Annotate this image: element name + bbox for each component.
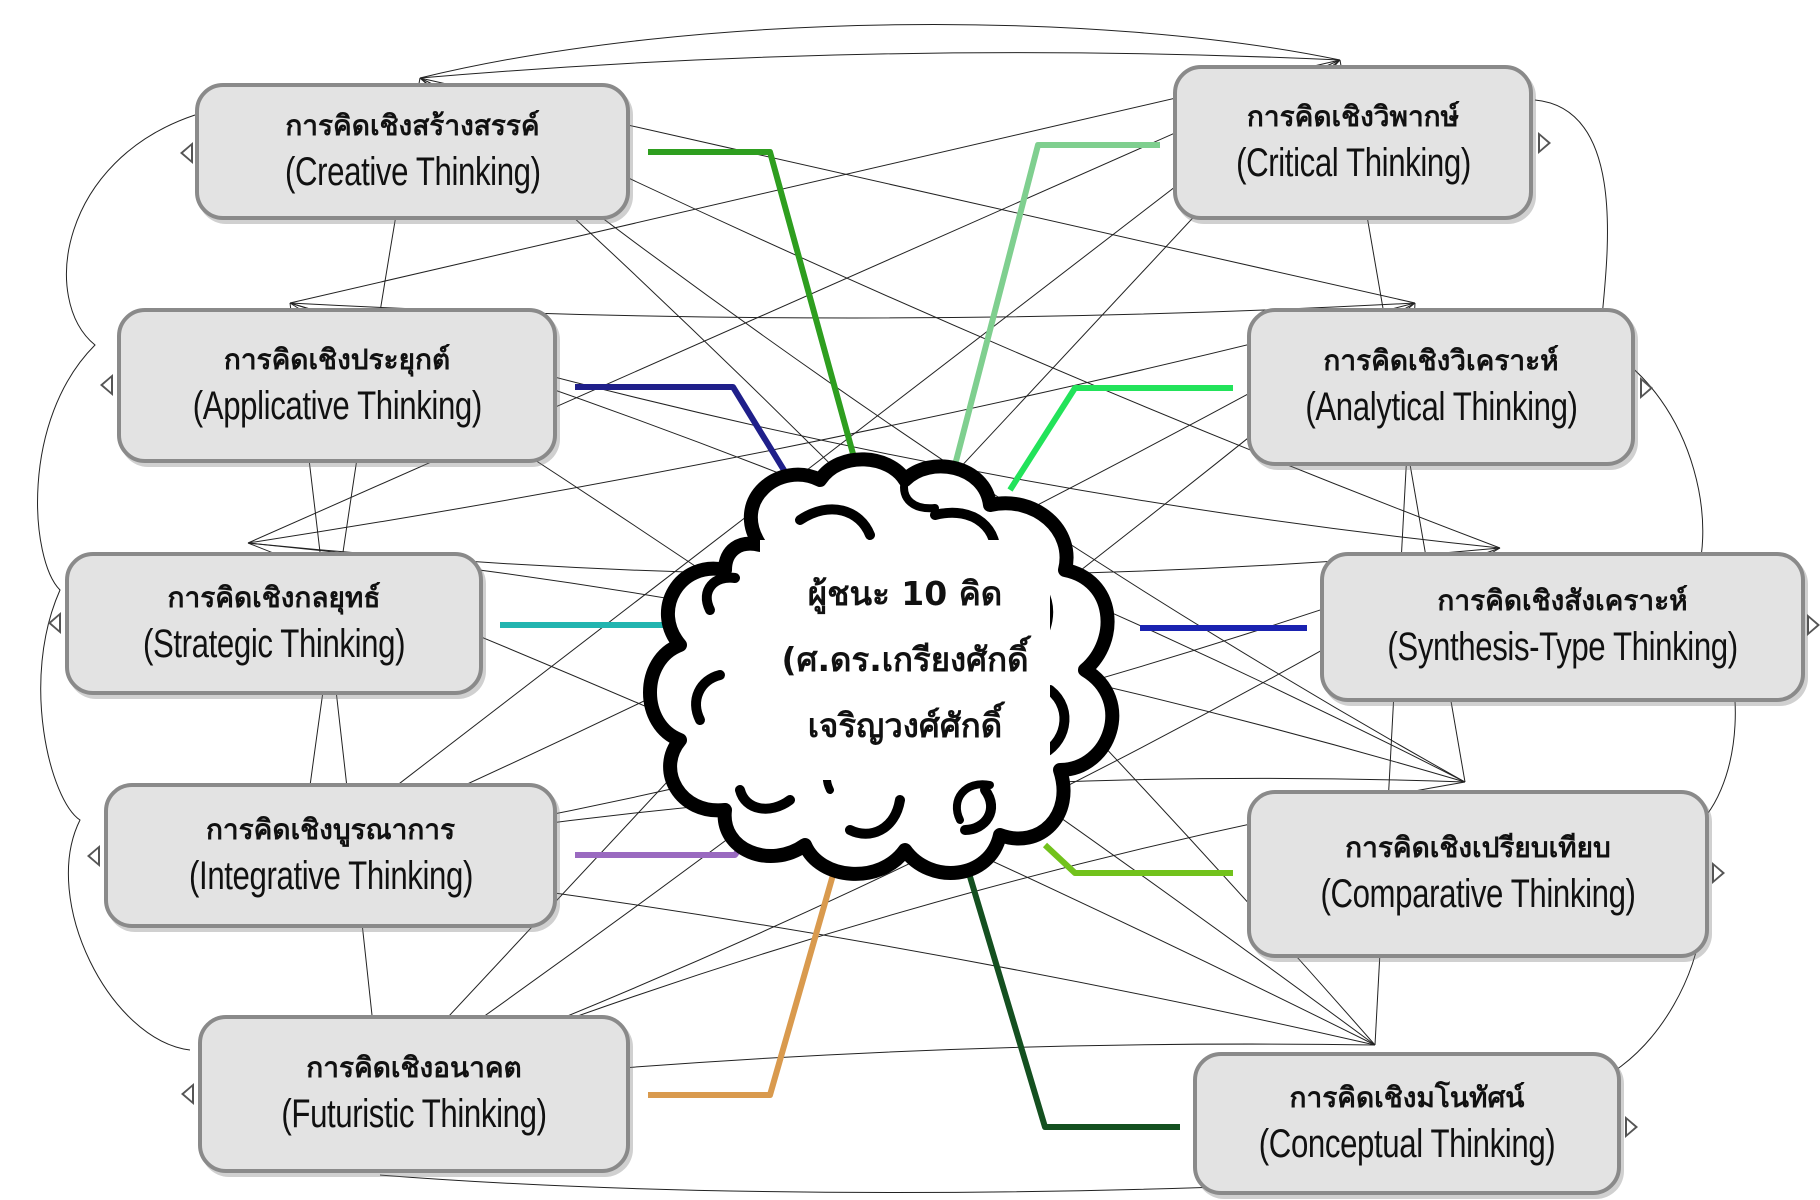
center-title-line: ผู้ชนะ 10 คิด — [807, 574, 1003, 613]
node-thai-label: การคิดเชิงสร้างสรรค์ — [285, 108, 540, 142]
branch-lines — [500, 142, 1307, 1130]
node-thai-label: การคิดเชิงเปรียบเทียบ — [1345, 831, 1611, 864]
node-thai-label: การคิดเชิงประยุกต์ — [223, 342, 451, 376]
center-title-line: (ศ.ดร.เกรียงศักดิ์ — [781, 640, 1029, 679]
arrow-marker-icon — [48, 612, 61, 634]
branch-line-futuristic — [648, 839, 846, 1098]
node-applicative[interactable]: การคิดเชิงประยุกต์ (Applicative Thinking… — [117, 308, 557, 463]
node-english-label: (Applicative Thinking) — [192, 383, 482, 428]
node-critical[interactable]: การคิดเชิงวิพากษ์ (Critical Thinking) — [1173, 65, 1533, 220]
node-comparative[interactable]: การคิดเชิงเปรียบเทียบ (Comparative Think… — [1247, 790, 1709, 958]
branch-line-analytical — [1007, 385, 1233, 492]
node-english-label: (Analytical Thinking) — [1304, 385, 1578, 429]
branch-line-comparative — [1042, 842, 1233, 876]
arrow-marker-icon — [1625, 1116, 1638, 1138]
node-thai-label: การคิดเชิงวิพากษ์ — [1246, 99, 1460, 133]
node-futuristic[interactable]: การคิดเชิงอนาคต (Futuristic Thinking) — [198, 1015, 630, 1173]
node-thai-label: การคิดเชิงบูรณาการ — [205, 812, 456, 846]
node-thai-label: การคิดเชิงสังเคราะห์ — [1437, 584, 1688, 617]
center-title-line: เจริญวงศ์ศักดิ์ — [807, 706, 1003, 745]
node-english-label: (Integrative Thinking) — [188, 853, 473, 898]
node-english-label: (Comparative Thinking) — [1320, 872, 1636, 916]
cross-link-line — [247, 302, 1416, 544]
arrow-marker-icon — [87, 845, 100, 867]
center-title: ผู้ชนะ 10 คิด (ศ.ดร.เกรียงศักดิ์ เจริญวง… — [760, 540, 1050, 780]
node-english-label: (Critical Thinking) — [1235, 140, 1471, 185]
node-thai-label: การคิดเชิงอนาคต — [306, 1051, 522, 1084]
branch-line-applicative — [575, 384, 793, 482]
branch-line-critical — [952, 142, 1160, 466]
node-creative[interactable]: การคิดเชิงสร้างสรรค์ (Creative Thinking) — [195, 83, 630, 220]
node-thai-label: การคิดเชิงวิเคราะห์ — [1323, 344, 1559, 377]
node-analytical[interactable]: การคิดเชิงวิเคราะห์ (Analytical Thinking… — [1247, 308, 1635, 466]
node-english-label: (Synthesis-Type Thinking) — [1387, 625, 1738, 669]
node-conceptual[interactable]: การคิดเชิงมโนทัศน์ (Conceptual Thinking) — [1193, 1052, 1621, 1195]
arrow-marker-icon — [1640, 377, 1653, 399]
node-english-label: (Conceptual Thinking) — [1258, 1121, 1556, 1166]
node-thai-label: การคิดเชิงมโนทัศน์ — [1289, 1080, 1525, 1114]
node-thai-label: การคิดเชิงกลยุทธ์ — [167, 580, 381, 614]
node-english-label: (Creative Thinking) — [284, 149, 541, 194]
cross-link-line — [419, 24, 1341, 79]
node-strategic[interactable]: การคิดเชิงกลยุทธ์ (Strategic Thinking) — [65, 552, 483, 695]
arrow-marker-icon — [1712, 862, 1725, 884]
branch-line-creative — [648, 149, 861, 473]
cross-link-line — [37, 114, 196, 1051]
node-integrative[interactable]: การคิดเชิงบูรณาการ (Integrative Thinking… — [104, 783, 557, 928]
arrow-marker-icon — [1538, 132, 1551, 154]
node-english-label: (Strategic Thinking) — [142, 621, 406, 666]
node-synthesis[interactable]: การคิดเชิงสังเคราะห์ (Synthesis-Type Thi… — [1320, 552, 1805, 702]
arrow-marker-icon — [100, 374, 113, 396]
arrow-marker-icon — [181, 1083, 194, 1105]
arrow-marker-icon — [180, 142, 193, 164]
node-english-label: (Futuristic Thinking) — [281, 1092, 547, 1136]
branch-line-conceptual — [959, 849, 1180, 1130]
arrow-marker-icon — [1807, 614, 1820, 636]
cross-link-line — [419, 52, 1341, 79]
